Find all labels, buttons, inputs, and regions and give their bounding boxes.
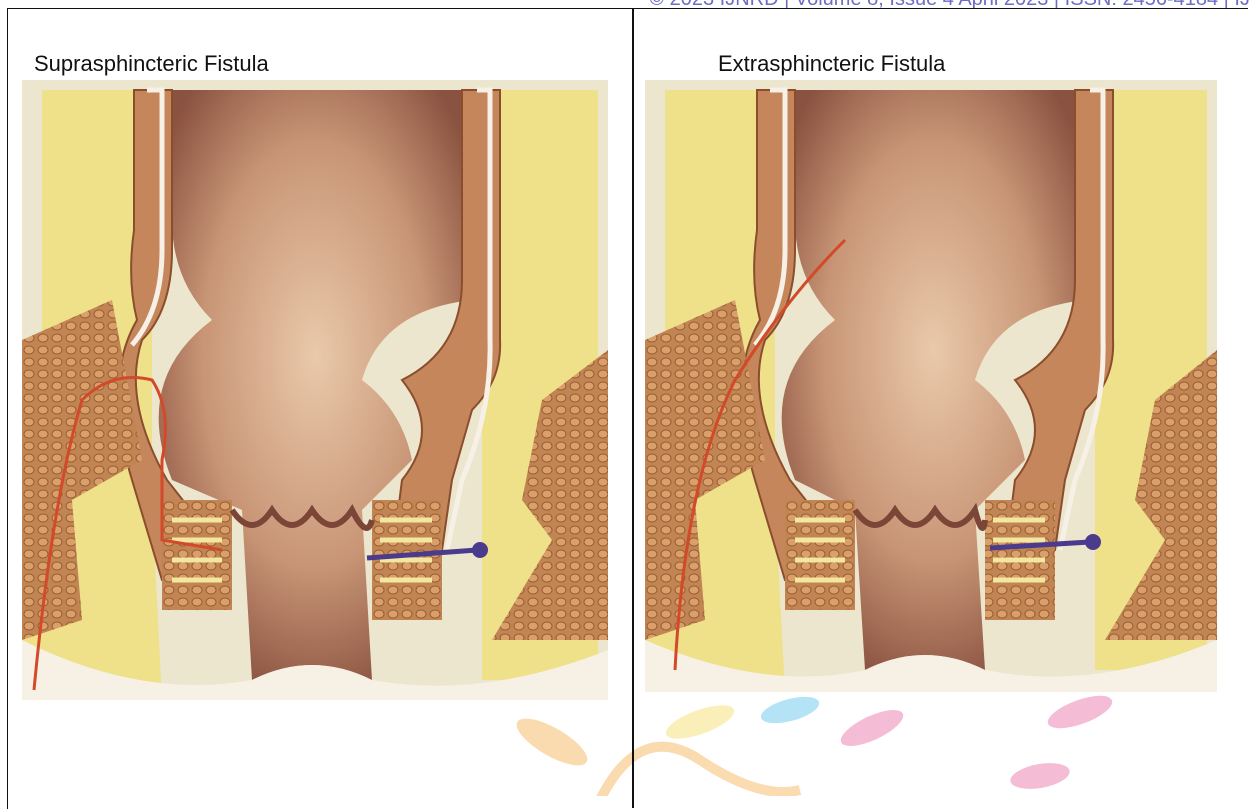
caption-extrasphincteric: Extrasphincteric Fistula [718,51,945,77]
suprasphincteric-fistula-illustration [22,80,608,700]
extrasphincteric-fistula-illustration [645,80,1217,692]
caption-suprasphincteric: Suprasphincteric Fistula [34,51,269,77]
table-divider [632,8,634,808]
